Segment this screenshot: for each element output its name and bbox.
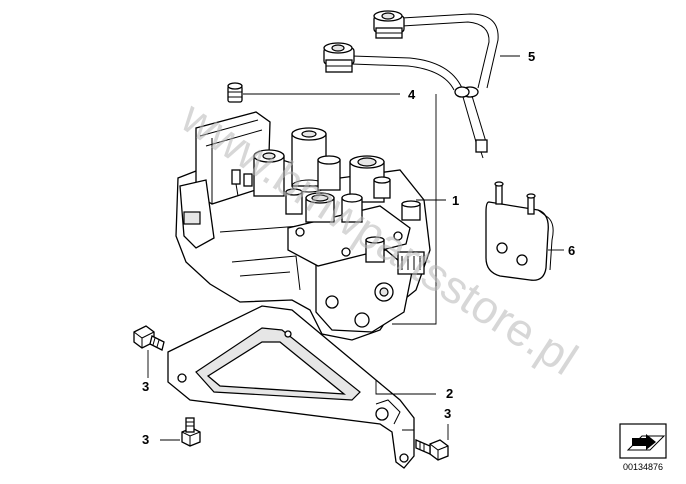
- arrow-box-icon: [626, 434, 666, 451]
- bolt-left-bottom[interactable]: [181, 417, 201, 447]
- callout-labels: 1 2 3 3 3 4 5 6: [142, 49, 575, 447]
- callout-2: 2: [446, 386, 453, 401]
- pressure-sensor-plate[interactable]: [485, 181, 554, 281]
- callout-1: 1: [452, 193, 459, 208]
- port-fitting-1: [305, 192, 335, 223]
- leader-lines: [147, 55, 564, 441]
- callout-3-left-bottom: 3: [142, 432, 149, 447]
- callout-5: 5: [528, 49, 535, 64]
- right-port-fitting: [401, 200, 421, 221]
- banjo-fitting-top: [373, 10, 405, 39]
- port-fitting-4: [285, 188, 303, 215]
- brake-line-assembly[interactable]: [323, 10, 499, 159]
- callout-3-left-top: 3: [142, 379, 149, 394]
- protective-cap[interactable]: [227, 82, 243, 103]
- callout-6: 6: [568, 243, 575, 258]
- mounting-bracket[interactable]: [167, 305, 415, 469]
- valve-tower-4: [317, 155, 341, 191]
- callout-3-right: 3: [444, 406, 451, 421]
- port-fitting-3: [373, 176, 391, 199]
- relay-connector: [397, 251, 425, 275]
- banjo-fitting-lower: [323, 42, 355, 73]
- abs-pressure-modulator[interactable]: [175, 111, 431, 341]
- callout-4: 4: [408, 87, 416, 102]
- reference-number: 00134876: [623, 462, 663, 472]
- port-fitting-2: [341, 193, 363, 223]
- lower-cylinder-fitting: [365, 236, 385, 263]
- reference-badge: 00134876: [619, 423, 667, 472]
- valve-tower-2: [253, 149, 285, 197]
- bolt-right[interactable]: [415, 439, 449, 461]
- bolt-left-top[interactable]: [133, 325, 165, 351]
